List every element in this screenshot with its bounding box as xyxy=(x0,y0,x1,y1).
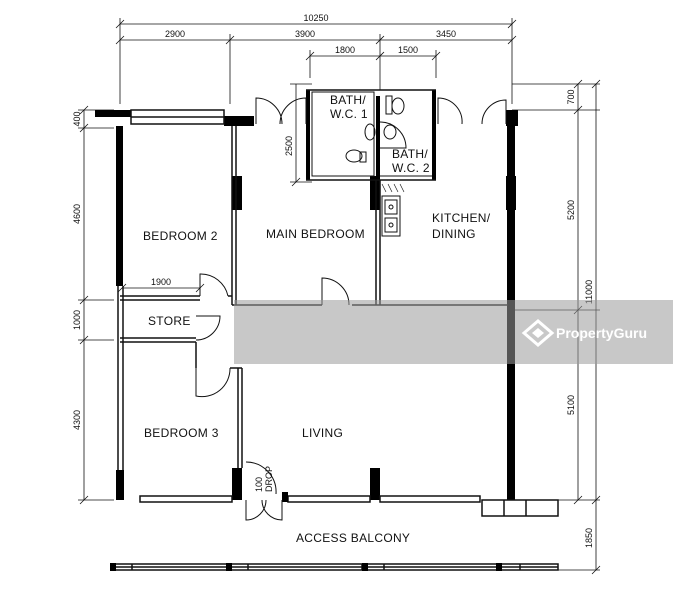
kitchen-counter-hatch xyxy=(381,183,405,193)
dim-inner-2500: 2500 xyxy=(284,136,294,156)
label-drop-line2: DROP xyxy=(264,466,274,492)
bath-fixtures xyxy=(311,91,432,237)
label-kitchen-line1: KITCHEN/ xyxy=(432,211,491,225)
label-living: LIVING xyxy=(302,426,343,440)
dim-left-4300: 4300 xyxy=(72,410,82,430)
label-drop-line1: 100 xyxy=(254,477,264,492)
dim-top-3450: 3450 xyxy=(436,29,456,39)
watermark-band xyxy=(234,300,673,364)
label-main-bedroom: MAIN BEDROOM xyxy=(266,227,365,241)
dim-top-total: 10250 xyxy=(303,13,328,23)
label-bath1-line1: BATH/ xyxy=(330,93,366,107)
dim-top-3900: 3900 xyxy=(295,29,315,39)
dim-right-700: 700 xyxy=(566,89,576,104)
thin-walls xyxy=(111,89,559,571)
dim-top-2900: 2900 xyxy=(165,29,185,39)
house-icon xyxy=(521,319,555,347)
dim-left-1000: 1000 xyxy=(72,310,82,330)
dim-right-11000: 11000 xyxy=(584,280,594,304)
label-kitchen-line2: DINING xyxy=(432,227,476,241)
label-store: STORE xyxy=(148,314,191,328)
doors xyxy=(195,97,507,521)
dim-left-400: 400 xyxy=(72,111,82,126)
watermark-logo xyxy=(521,319,555,347)
dim-left-4600: 4600 xyxy=(72,204,82,224)
label-bath2-line2: W.C. 2 xyxy=(392,161,430,175)
dim-top-1500: 1500 xyxy=(398,45,418,55)
label-bath1-line2: W.C. 1 xyxy=(330,107,368,121)
dim-right-1850: 1850 xyxy=(584,528,594,548)
dim-store-1900: 1900 xyxy=(151,277,171,287)
dim-right-5200: 5200 xyxy=(566,200,576,220)
dim-right-5100: 5100 xyxy=(566,395,576,415)
label-bedroom2: BEDROOM 2 xyxy=(143,229,218,243)
balcony-rail-posts xyxy=(110,492,502,571)
label-bedroom3: BEDROOM 3 xyxy=(144,426,219,440)
label-bath2-line1: BATH/ xyxy=(392,147,428,161)
dim-top-1800: 1800 xyxy=(335,45,355,55)
watermark-brand: PropertyGuru xyxy=(556,325,647,341)
label-access-balcony: ACCESS BALCONY xyxy=(296,531,410,545)
